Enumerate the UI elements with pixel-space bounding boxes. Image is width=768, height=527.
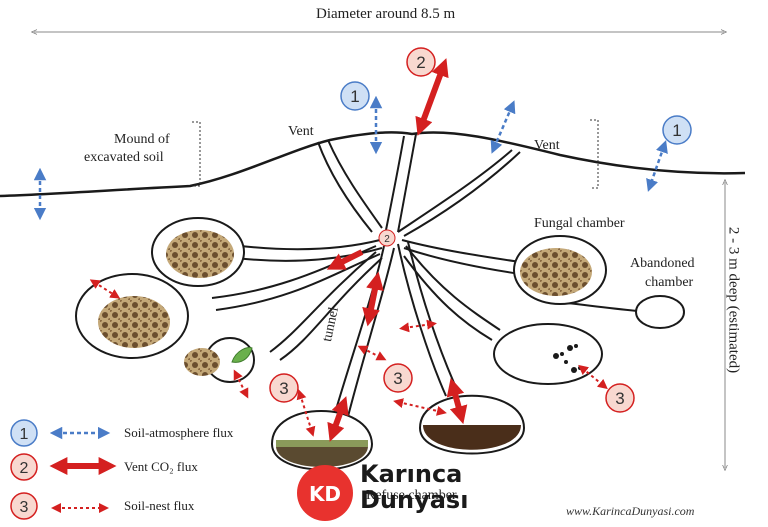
marker-3-center: 3 — [383, 363, 413, 393]
marker-3-left: 3 — [269, 373, 299, 403]
svg-text:1: 1 — [20, 426, 29, 443]
tunnel-vent-left-b — [327, 139, 383, 229]
mound-label-line2: excavated soil — [84, 150, 164, 165]
svg-text:3: 3 — [615, 389, 624, 408]
tunnel-right-low-b — [403, 255, 493, 341]
fungus-gardens — [98, 230, 592, 376]
tunnel-right-low-a — [405, 245, 501, 331]
marker-3-right: 3 — [605, 383, 635, 413]
svg-text:3: 3 — [279, 379, 288, 398]
svg-text:3: 3 — [20, 499, 29, 516]
leaf-icon — [231, 347, 253, 363]
chamber-ants — [493, 323, 603, 385]
soil-nest-arrows — [51, 279, 608, 513]
legend-text-soil-atmosphere: Soil-atmosphere flux — [124, 425, 234, 440]
fungus-upper-left — [166, 230, 234, 278]
vent-co2-arrows — [49, 58, 468, 475]
marker-1-left: 1 — [340, 81, 370, 111]
tunnel-center-a — [385, 135, 405, 231]
tunnel-refuse-b — [407, 241, 459, 393]
refuse-soil-left — [276, 446, 368, 467]
abandoned-label-line2: chamber — [645, 275, 694, 290]
marker-2-top: 2 — [406, 47, 436, 77]
refuse-grass-left — [276, 440, 368, 447]
brand-name-line1: Karınca — [360, 460, 463, 488]
svg-text:2: 2 — [384, 234, 390, 245]
tunnel-right-a — [401, 239, 521, 263]
svg-text:2: 2 — [20, 460, 29, 477]
fungal-chamber-label: Fungal chamber — [534, 216, 625, 231]
tunnel-vent-right-b — [397, 149, 513, 233]
ground-surface — [0, 131, 746, 198]
tunnel-right-b — [403, 247, 521, 275]
soil-atmosphere-arrows — [33, 95, 668, 440]
svg-text:2: 2 — [416, 53, 425, 72]
legend-marker-1: 1 — [10, 419, 38, 447]
tunnel-vent-left-a — [317, 141, 373, 233]
tunnel-vent-right-a — [403, 151, 521, 237]
refuse-soil-right — [423, 425, 521, 450]
mound-label-line1: Mound of — [114, 132, 170, 147]
depth-label: 2 - 3 m deep (estimated) — [725, 226, 742, 374]
svg-text:1: 1 — [672, 121, 681, 140]
marker-2-junction: 2 — [378, 229, 396, 247]
tunnel-main-b — [343, 247, 395, 433]
legend-text-soil-nest: Soil-nest flux — [124, 498, 195, 513]
fungus-small-left — [184, 348, 220, 376]
diameter-label: Diameter around 8.5 m — [316, 6, 456, 22]
abandoned-label-line1: Abandoned — [630, 256, 695, 271]
mound-bracket — [192, 121, 201, 187]
tunnel-to-left-chamber-a — [231, 239, 381, 251]
chamber-abandoned — [635, 295, 685, 329]
brand-logo-icon: KD — [297, 465, 353, 521]
marker-1-right: 1 — [662, 115, 692, 145]
tunnel-lower-left-a — [269, 251, 377, 353]
fungus-right — [520, 248, 592, 296]
vent-right-label: Vent — [534, 138, 560, 153]
vent-left-label: Vent — [288, 124, 314, 139]
svg-text:3: 3 — [393, 369, 402, 388]
tunnel-to-left-mid-b — [215, 253, 381, 311]
mound-bracket-right — [590, 119, 599, 189]
legend-marker-2: 2 — [10, 453, 38, 481]
legend-marker-3: 3 — [10, 492, 38, 520]
refuse-chamber-label: Refuse chamber — [366, 488, 457, 503]
brand-name-line2: Dunyası — [360, 486, 469, 514]
svg-text:KD: KD — [309, 482, 341, 506]
website-watermark: www.KarincaDunyasi.com — [566, 504, 695, 518]
tunnel-center-b — [397, 133, 417, 233]
svg-text:1: 1 — [350, 87, 359, 106]
brand-watermark: KD Karınca Dunyası — [296, 462, 476, 522]
tunnel-to-left-chamber-b — [235, 247, 383, 262]
fungus-mid-left — [98, 296, 170, 348]
legend-text-vent-co2: Vent CO₂ flux — [124, 459, 198, 474]
